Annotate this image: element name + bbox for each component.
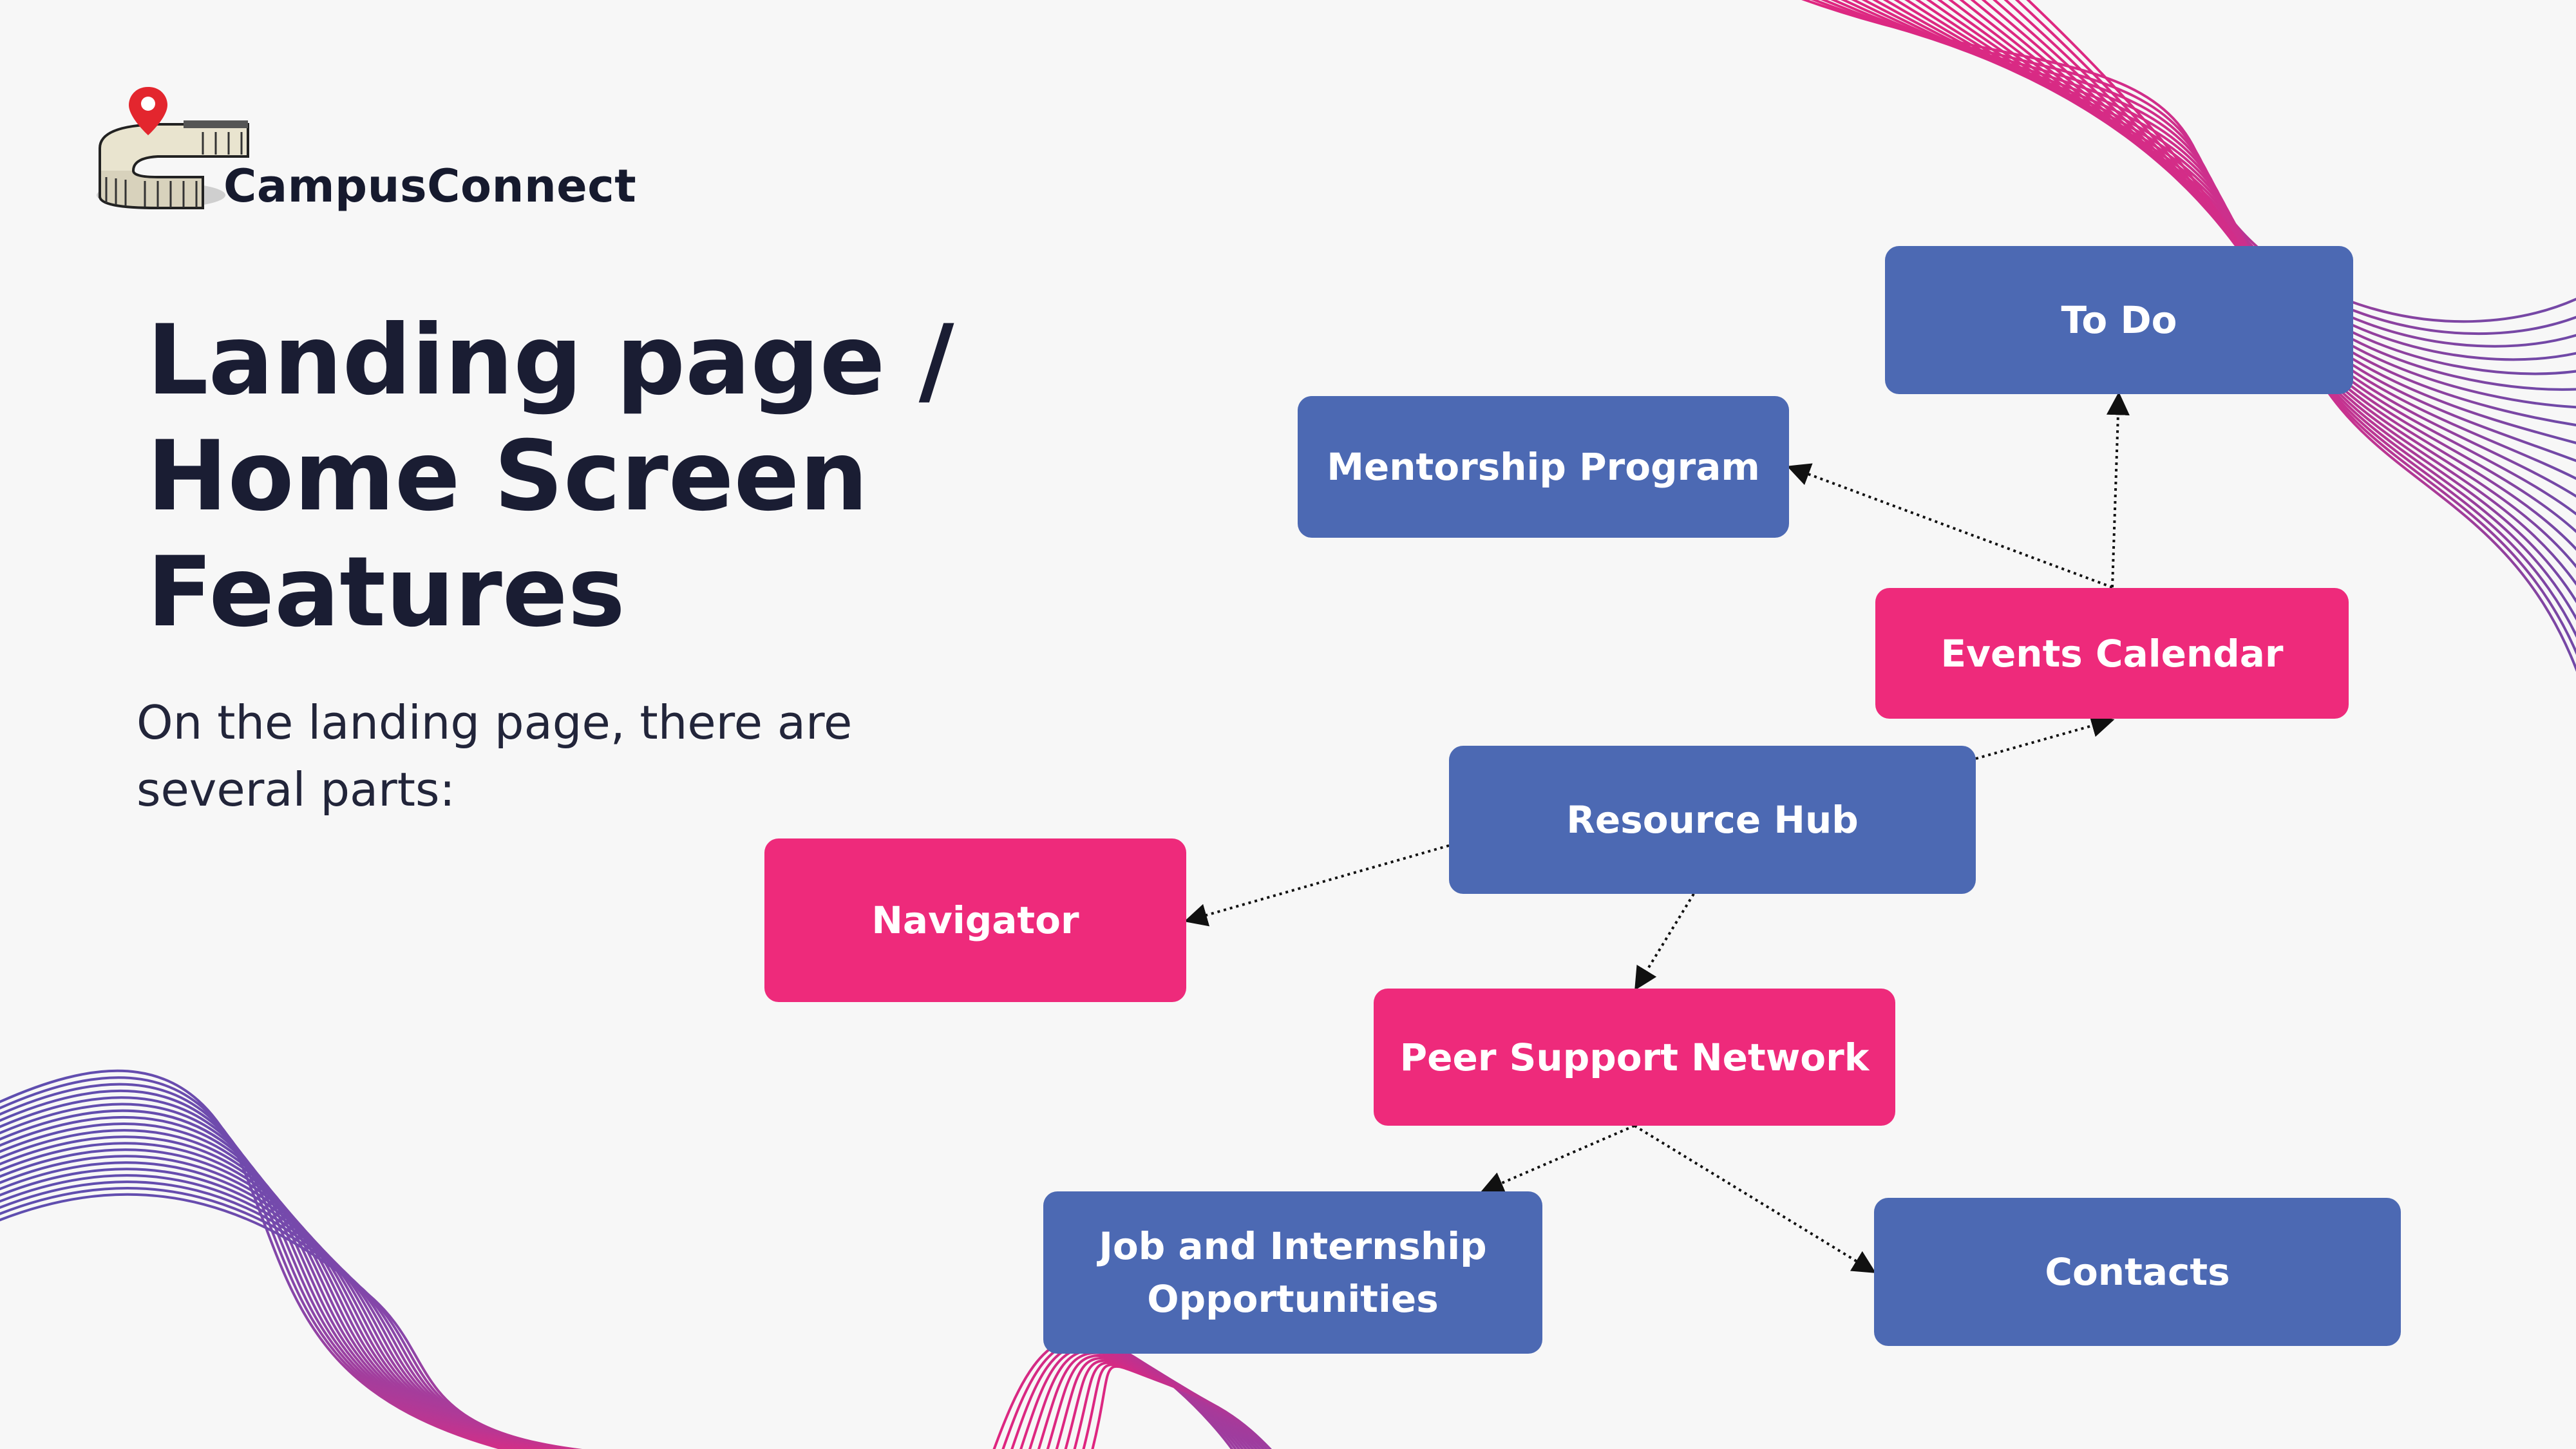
node-peer-support-network[interactable]: Peer Support Network: [1374, 989, 1895, 1126]
wave-line: [0, 1076, 513, 1449]
edge-resource-to-peer: [1634, 893, 1695, 991]
node-jobs-label-line-1: Job and Internship: [1099, 1224, 1487, 1268]
wave-line: [1037, 1351, 1251, 1449]
node-job-and-internship-opportunities[interactable]: Job and Internship Opportunities: [1043, 1191, 1542, 1354]
node-to-do[interactable]: To Do: [1885, 246, 2353, 394]
title-line-1: Landing page /: [147, 305, 954, 417]
campus-building-icon: [97, 87, 249, 209]
wave-line: [1046, 1354, 1255, 1449]
title-line-3: Features: [147, 536, 625, 649]
intro-line-1: On the landing page, there are: [137, 696, 853, 750]
node-navigator-label: Navigator: [871, 898, 1079, 942]
edge-resource-to-navigator: [1184, 844, 1450, 927]
node-peer-support-network-label: Peer Support Network: [1399, 1035, 1870, 1079]
node-contacts-label: Contacts: [2045, 1250, 2230, 1294]
wave-line: [1082, 1363, 1269, 1449]
intro-text: On the landing page, there are several p…: [137, 689, 909, 823]
wave-line: [1028, 1349, 1248, 1449]
edge-peer-to-jobs: [1480, 1124, 1635, 1194]
node-mentorship-program[interactable]: Mentorship Program: [1298, 396, 1789, 538]
intro-line-2: several parts:: [137, 762, 455, 817]
edge-events-to-mentorship: [1786, 463, 2113, 589]
brand-name: CampusConnect: [223, 160, 637, 213]
node-to-do-label: To Do: [2061, 298, 2177, 342]
wave-bottom-left: [0, 1069, 583, 1449]
node-contacts[interactable]: Contacts: [1874, 1198, 2401, 1346]
node-navigator[interactable]: Navigator: [764, 838, 1186, 1002]
edge-resource-to-events: [1975, 714, 2115, 760]
node-mentorship-program-label: Mentorship Program: [1327, 445, 1760, 489]
wave-line: [1091, 1365, 1272, 1449]
wave-line: [1073, 1361, 1265, 1449]
edge-events-to-todo: [2106, 392, 2130, 588]
title-line-2: Home Screen: [147, 421, 869, 533]
node-events-calendar[interactable]: Events Calendar: [1875, 588, 2349, 719]
wave-line: [1064, 1359, 1262, 1449]
edge-peer-to-contacts: [1633, 1124, 1877, 1273]
page-title: Landing page / Home Screen Features: [147, 303, 954, 650]
wave-line: [0, 1193, 583, 1449]
node-resource-hub-label: Resource Hub: [1566, 798, 1859, 842]
node-jobs-label-line-2: Opportunities: [1147, 1277, 1439, 1321]
node-events-calendar-label: Events Calendar: [1940, 631, 2284, 676]
wave-line: [1055, 1356, 1258, 1449]
node-resource-hub[interactable]: Resource Hub: [1449, 746, 1976, 894]
